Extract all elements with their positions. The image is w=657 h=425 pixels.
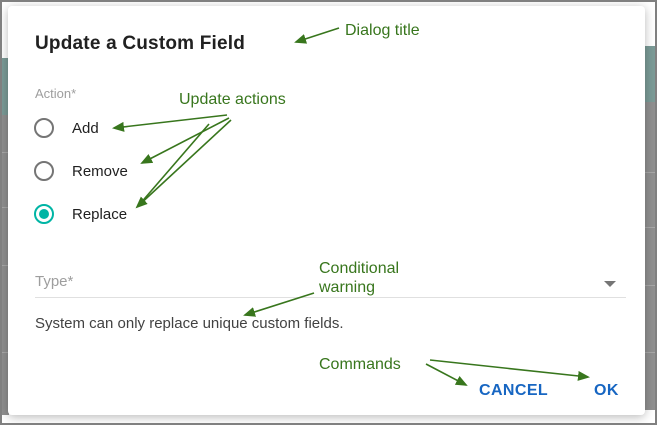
radio-label[interactable]: Add xyxy=(72,120,99,137)
background-teal-block xyxy=(2,58,9,115)
ok-button[interactable]: OK xyxy=(594,382,619,399)
action-group-label: Action* xyxy=(35,86,77,101)
type-field-label: Type* xyxy=(35,273,74,290)
radio-selected-icon[interactable] xyxy=(26,196,66,236)
background-gray-block xyxy=(644,102,655,410)
background-teal-block xyxy=(644,46,655,102)
radio-label[interactable]: Replace xyxy=(72,206,128,223)
type-field-underline xyxy=(35,297,626,298)
dialog-title: Update a Custom Field xyxy=(35,33,246,54)
chevron-down-icon[interactable] xyxy=(604,281,616,287)
update-custom-field-dialog xyxy=(8,6,645,415)
annotation-dialog-title: Dialog title xyxy=(345,22,420,39)
annotation-update-actions: Update actions xyxy=(179,91,286,108)
background-page-right xyxy=(644,2,655,423)
conditional-warning-text: System can only replace unique custom fi… xyxy=(35,315,344,332)
radio-icon[interactable] xyxy=(34,118,54,138)
annotation-commands: Commands xyxy=(319,356,401,373)
radio-dot xyxy=(39,209,49,219)
cancel-button[interactable]: CANCEL xyxy=(479,382,549,399)
radio-icon[interactable] xyxy=(34,161,54,181)
background-page-left xyxy=(2,2,9,423)
radio-label[interactable]: Remove xyxy=(72,163,128,180)
annotation-conditional-warning: Conditional warning xyxy=(319,260,400,296)
